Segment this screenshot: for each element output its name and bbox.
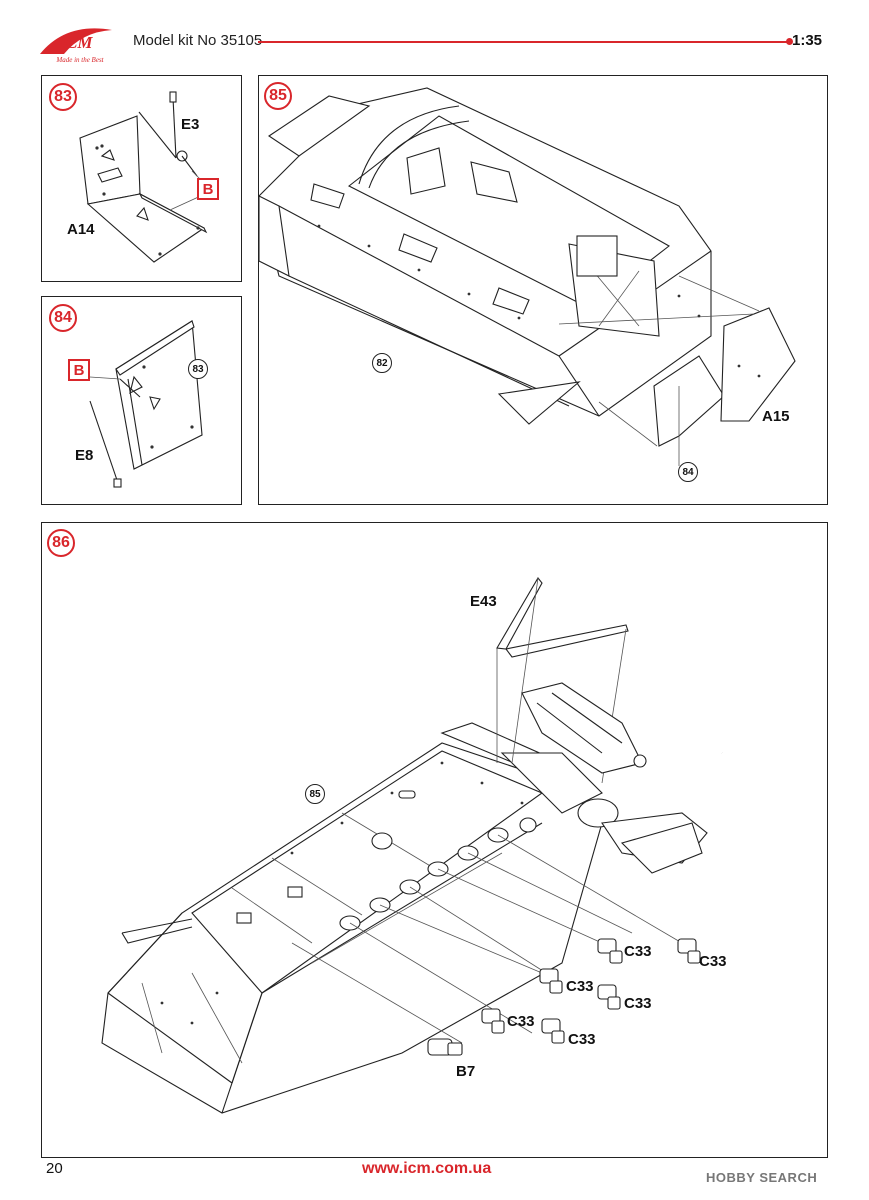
step-number: 86 [47,529,75,557]
part-label-e43: E43 [470,593,497,610]
part-label-e8: E8 [75,447,94,464]
part-label-a14: A14 [67,221,95,238]
c33-part [677,938,701,964]
part-label-e3: E3 [181,116,200,133]
logo-tagline: Made in the Best [55,56,104,64]
reference-step-85: 85 [305,784,325,804]
c33-part [597,938,623,964]
scale-label: 1:35 [792,32,823,49]
c33-part [541,1018,565,1044]
reference-step-84: 84 [678,462,698,482]
step-83-panel: 83 E3 A14 B [41,75,242,282]
step-85-drawing [258,87,796,466]
logo-text: ICM [58,33,93,52]
footer-url[interactable]: www.icm.com.ua [362,1160,492,1177]
watermark: HOBBY SEARCH [706,1170,818,1185]
part-label-c33: C33 [568,1031,596,1048]
part-label-a15: A15 [762,408,790,425]
step-number: 85 [264,82,292,110]
header-rule-dot [786,38,793,45]
step-85-panel: 85 [258,75,828,505]
step-86-drawing [101,577,723,1114]
part-label-c33: C33 [624,995,652,1012]
part-label-c33: C33 [624,943,652,960]
step-84-panel: 84 B 83 E8 [41,296,242,505]
step-number: 83 [49,83,77,111]
kit-label: Model kit No 35105 [133,32,263,49]
icm-logo: ICM Made in the Best [36,20,116,75]
reference-step-82: 82 [372,353,392,373]
callout-b: B [68,359,90,381]
part-label-c33: C33 [566,978,594,995]
part-label-b7: B7 [456,1063,476,1080]
c33-part [481,1008,505,1034]
part-label-c33: C33 [507,1013,535,1030]
b7-part [427,1038,463,1056]
step-83-drawing [79,91,208,263]
step-84-drawing [89,320,203,488]
c33-part [597,984,621,1010]
reference-step-83: 83 [188,359,208,379]
c33-part [539,968,563,994]
callout-b: B [197,178,219,200]
step-86-panel: 86 [41,522,828,1158]
page-number: 20 [46,1160,63,1177]
icm-logo-mark: ICM Made in the Best [40,28,112,64]
header-rule [258,41,788,43]
step-number: 84 [49,304,77,332]
part-label-c33: C33 [699,953,727,970]
